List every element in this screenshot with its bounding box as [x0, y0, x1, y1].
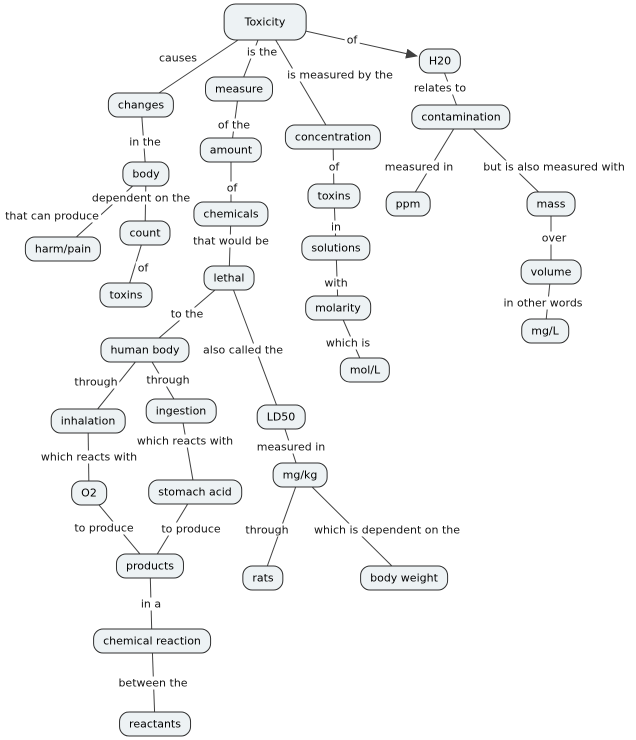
edge-label-human-body-inhalation[interactable]: through — [72, 375, 120, 389]
edge-label-toxicity-h20[interactable]: of — [344, 33, 360, 47]
node-reactants[interactable]: reactants — [119, 711, 191, 737]
node-chemical-reaction[interactable]: chemical reaction — [93, 628, 211, 654]
edge-label-contamination-mass[interactable]: but is also measured with — [481, 160, 627, 174]
edge-label-molarity-mol-l[interactable]: which is — [323, 336, 373, 350]
edge-label-ingestion-stomach-acid[interactable]: which reacts with — [134, 434, 236, 448]
node-solutions[interactable]: solutions — [301, 235, 371, 261]
edge-label-volume-mg-l[interactable]: in other words — [501, 296, 585, 310]
edge-label-human-body-ingestion[interactable]: through — [144, 373, 192, 387]
node-ppm[interactable]: ppm — [385, 191, 431, 217]
node-molarity[interactable]: molarity — [305, 295, 371, 321]
node-harm-pain[interactable]: harm/pain — [24, 236, 102, 262]
edge-label-lethal-ld50[interactable]: also called the — [201, 343, 285, 357]
node-human-body[interactable]: human body — [100, 337, 190, 363]
edge-label-measure-amount[interactable]: of the — [215, 118, 253, 132]
edge-label-count-toxins-left[interactable]: of — [135, 261, 151, 275]
node-toxins-mid[interactable]: toxins — [307, 183, 361, 209]
edge-line-ingestion-stomach-acid — [180, 410, 196, 493]
node-count[interactable]: count — [119, 220, 171, 246]
node-contamination[interactable]: contamination — [411, 104, 511, 130]
node-mg-l[interactable]: mg/L — [521, 318, 569, 344]
edge-label-toxins-mid-solutions[interactable]: in — [328, 220, 344, 234]
edge-label-toxicity-concentration[interactable]: is measured by the — [285, 68, 395, 82]
node-body[interactable]: body — [122, 161, 170, 187]
node-rats[interactable]: rats — [242, 565, 284, 591]
edge-label-chemical-reaction-reactants[interactable]: between the — [116, 676, 190, 690]
edge-label-body-harm-pain[interactable]: that can produce — [3, 209, 101, 223]
edge-label-toxicity-changes[interactable]: causes — [157, 51, 199, 65]
edge-label-toxicity-measure[interactable]: is the — [244, 45, 280, 59]
edge-label-mg-kg-body-weight[interactable]: which is dependent on the — [311, 523, 463, 537]
node-stomach-acid[interactable]: stomach acid — [148, 479, 242, 505]
node-toxins-left[interactable]: toxins — [99, 282, 153, 308]
edge-label-solutions-molarity[interactable]: with — [322, 276, 350, 290]
node-lethal[interactable]: lethal — [203, 265, 255, 291]
edge-label-products-chemical-reaction[interactable]: in a — [138, 597, 164, 611]
node-toxicity[interactable]: Toxicity — [223, 3, 307, 41]
node-amount[interactable]: amount — [199, 137, 263, 163]
edge-label-mass-volume[interactable]: over — [539, 231, 569, 245]
node-ld50[interactable]: LD50 — [256, 404, 306, 430]
edge-label-contamination-ppm[interactable]: measured in — [382, 160, 456, 174]
node-measure[interactable]: measure — [205, 76, 273, 102]
node-changes[interactable]: changes — [107, 92, 175, 118]
node-mol-l[interactable]: mol/L — [339, 357, 391, 383]
edge-label-h20-contamination[interactable]: relates to — [411, 81, 469, 95]
edge-label-ld50-mg-kg[interactable]: measured in — [254, 440, 328, 454]
node-mg-kg[interactable]: mg/kg — [272, 462, 328, 488]
edge-label-inhalation-o2[interactable]: which reacts with — [38, 450, 140, 464]
node-body-weight[interactable]: body weight — [360, 565, 448, 591]
edge-label-body-count[interactable]: dependent on the — [89, 191, 193, 205]
node-h20[interactable]: H20 — [418, 48, 462, 74]
edge-label-lethal-human-body[interactable]: to the — [168, 307, 206, 321]
node-o2[interactable]: O2 — [71, 480, 107, 506]
edge-label-concentration-toxins-mid[interactable]: of — [326, 160, 342, 174]
edge-label-mg-kg-rats[interactable]: through — [243, 523, 291, 537]
node-ingestion[interactable]: ingestion — [145, 398, 217, 424]
edge-label-o2-products[interactable]: to produce — [72, 521, 136, 535]
node-chemicals[interactable]: chemicals — [193, 201, 269, 227]
node-mass[interactable]: mass — [526, 191, 576, 217]
edge-label-changes-body[interactable]: in the — [127, 135, 163, 149]
edge-label-amount-chemicals[interactable]: of — [224, 181, 240, 195]
edge-label-stomach-acid-products[interactable]: to produce — [159, 522, 223, 536]
edge-label-chemicals-lethal[interactable]: that would be — [191, 234, 271, 248]
node-concentration[interactable]: concentration — [284, 124, 382, 150]
node-inhalation[interactable]: inhalation — [50, 408, 126, 434]
node-products[interactable]: products — [115, 553, 185, 579]
node-volume[interactable]: volume — [520, 259, 582, 285]
